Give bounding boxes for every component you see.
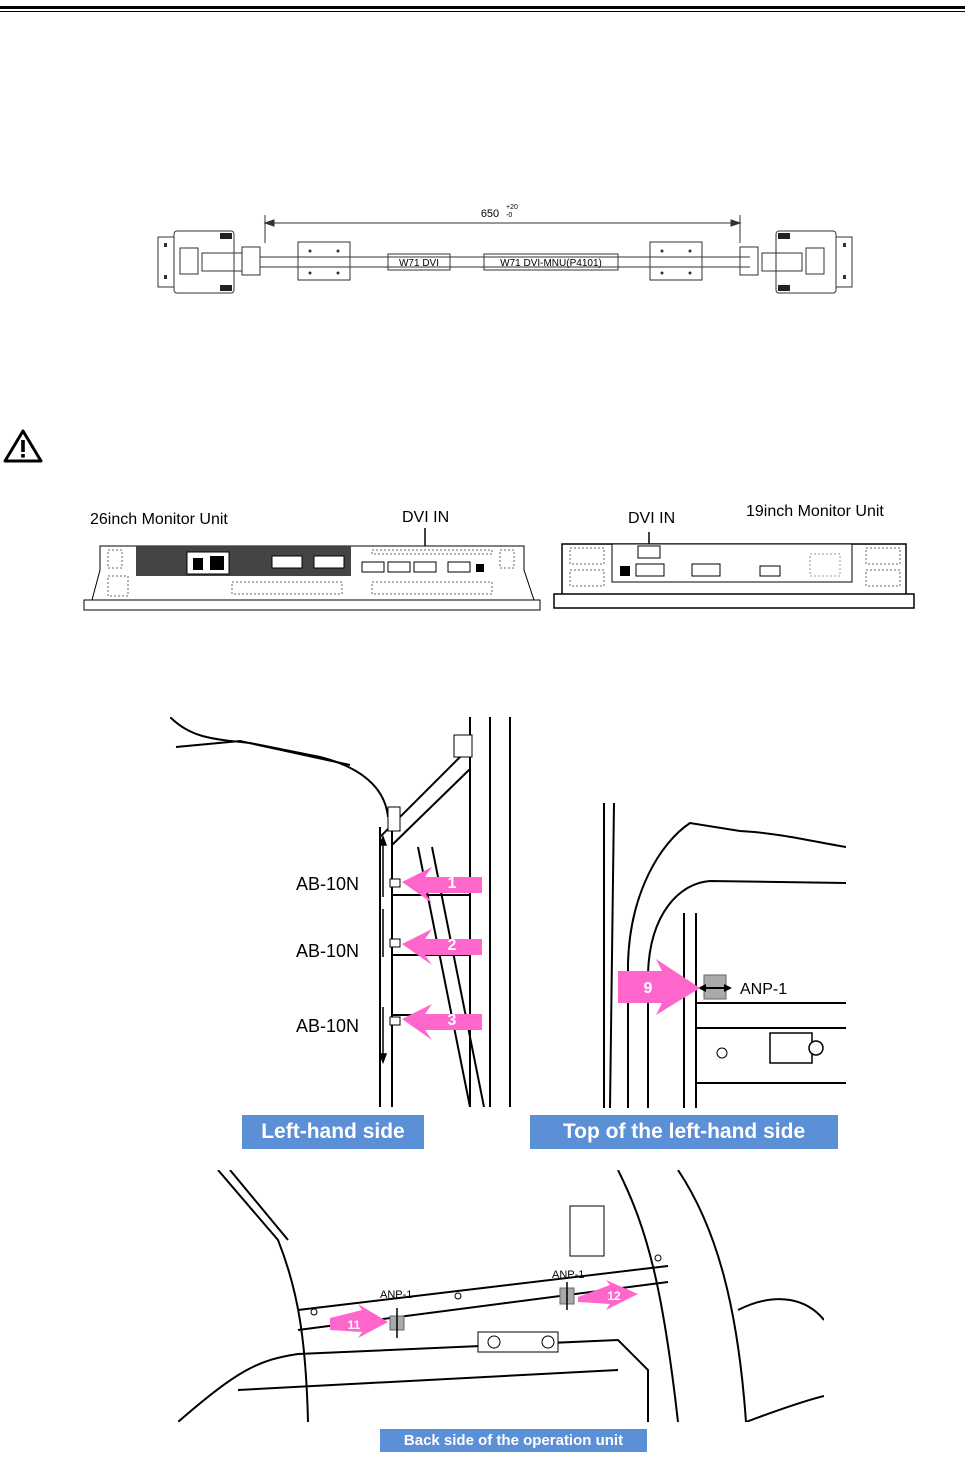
dvi-cable-drawing: 650 +20 -0 W71 DVI W71 DVI-MNU(P4101) [150, 195, 860, 305]
dvi-cable-figure: 650 +20 -0 W71 DVI W71 DVI-MNU(P4101) [150, 195, 860, 305]
back-side-photo: 11 12 [178, 1170, 824, 1422]
top-arrow-9: 9 [644, 980, 653, 997]
left-arrow-1: 1 [448, 875, 457, 892]
cable-length-label: 650 [481, 208, 499, 220]
back-arrow-12: 12 [607, 1289, 621, 1303]
ab-10n-label-3: AB-10N [296, 1016, 359, 1036]
monitor-26-label: 26inch Monitor Unit [90, 511, 228, 529]
caption-top-left-hand-side: Top of the left-hand side [530, 1115, 838, 1149]
cable-length-tolerance-plus: +20 [506, 204, 518, 211]
ab-10n-label-1: AB-10N [296, 874, 359, 894]
monitor-19-label: 19inch Monitor Unit [746, 503, 884, 521]
anp-1-label-back-left: ANP-1 [380, 1289, 412, 1301]
caption-back-side: Back side of the operation unit [380, 1429, 647, 1452]
dvi-in-label-26: DVI IN [402, 509, 449, 527]
cable-tag-right: W71 DVI-MNU(P4101) [500, 258, 602, 269]
monitor-26-rear-panel [82, 528, 542, 613]
left-arrow-2: 2 [448, 937, 457, 954]
top-left-hand-side-photo: 9 [600, 803, 846, 1108]
cable-tag-left: W71 DVI [399, 258, 439, 269]
warning-icon [3, 428, 43, 464]
left-arrow-3: 3 [448, 1012, 457, 1029]
cable-length-tolerance-minus: -0 [506, 212, 512, 219]
header-rule [0, 6, 965, 9]
left-hand-side-photo: 1 2 3 [170, 717, 526, 1107]
back-arrow-11: 11 [348, 1318, 361, 1332]
anp-1-label-back-right: ANP-1 [552, 1269, 584, 1281]
header-rule-thin [0, 11, 965, 12]
caption-left-hand-side: Left-hand side [242, 1115, 424, 1149]
ab-10n-label-2: AB-10N [296, 941, 359, 961]
monitor-19-rear-panel [550, 528, 918, 610]
anp-1-label-top: ANP-1 [740, 981, 787, 999]
dvi-in-label-19: DVI IN [628, 510, 675, 528]
